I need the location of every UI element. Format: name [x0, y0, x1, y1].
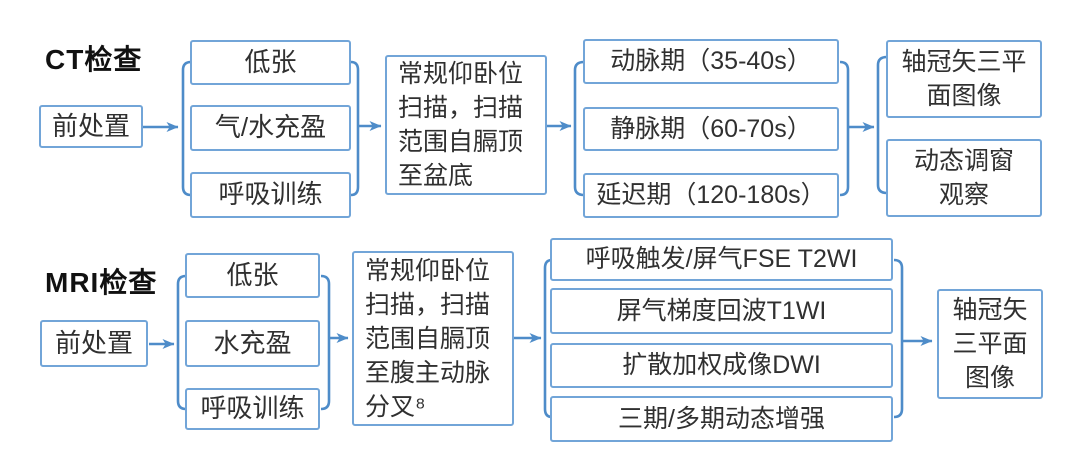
ct-phase-venous-box: 静脉期（60-70s） — [583, 107, 839, 151]
ct-prep-gas-water-filling-box: 气/水充盈 — [190, 105, 351, 151]
group-bracket-mri-seq-left — [543, 258, 553, 419]
ct-scan-line: 扫描，扫描 — [398, 94, 524, 122]
ct-prep-hypotonia-box: 低张 — [190, 40, 351, 85]
group-bracket-ct-prep-left — [181, 60, 192, 197]
ct-prep-breathing-training-box: 呼吸训练 — [190, 172, 351, 218]
ct-phase-delayed-box: 延迟期（120-180s） — [583, 173, 839, 218]
mri-output-triplanar-images-box: 轴冠矢 三平面 图像 — [937, 289, 1043, 399]
ct-output-line: 轴冠矢三平 — [901, 48, 1027, 76]
ct-output-dynamic-windowing-box: 动态调窗 观察 — [886, 139, 1042, 217]
mri-row-title: MRI检查 — [45, 267, 158, 298]
group-bracket-mri-prep-right — [320, 274, 331, 411]
mri-seq-dynamic-enhancement-box: 三期/多期动态增强 — [550, 396, 893, 442]
mri-output-line: 轴冠矢 — [952, 296, 1028, 324]
group-bracket-ct-output-left — [876, 55, 888, 195]
mri-seq-dwi-box: 扩散加权成像DWI — [550, 343, 893, 388]
group-bracket-ct-prep-right — [350, 60, 360, 197]
group-bracket-mri-seq-right — [893, 258, 904, 419]
mri-pretreatment-box: 前处置 — [40, 320, 148, 367]
mri-scan-line: 至腹主动脉 — [365, 358, 491, 387]
ct-output-line: 面图像 — [926, 82, 1002, 110]
group-bracket-ct-phases-right — [839, 60, 850, 197]
mri-scan-line: 扫描，扫描 — [365, 290, 491, 319]
ct-scan-line: 常规仰卧位 — [398, 60, 524, 88]
mri-seq-t1wi-box: 屏气梯度回波T1WI — [550, 288, 893, 334]
ct-output-line: 动态调窗 — [913, 147, 1014, 175]
ct-scan-protocol-box: 常规仰卧位 扫描，扫描 范围自膈顶 至盆底 — [385, 55, 547, 195]
mri-prep-hypotonia-box: 低张 — [185, 253, 320, 298]
ct-pretreatment-box: 前处置 — [39, 105, 143, 148]
mri-scan-line: 范围自膈顶 — [365, 324, 491, 353]
ct-phase-arterial-box: 动脉期（35-40s） — [583, 39, 839, 84]
mri-output-line: 三平面 — [952, 330, 1028, 358]
ct-output-triplanar-images-box: 轴冠矢三平 面图像 — [886, 40, 1042, 118]
mri-output-line: 图像 — [964, 364, 1015, 392]
ct-scan-line: 范围自膈顶 — [398, 128, 524, 156]
ct-scan-line: 至盆底 — [398, 162, 474, 190]
group-bracket-ct-phases-left — [573, 60, 585, 197]
mri-prep-water-filling-box: 水充盈 — [185, 320, 320, 367]
mri-scan-line: 常规仰卧位 — [365, 256, 491, 285]
mri-prep-breathing-training-box: 呼吸训练 — [185, 388, 320, 430]
mri-scan-line: 分叉⁸ — [365, 392, 426, 421]
mri-scan-protocol-box: 常规仰卧位 扫描，扫描 范围自膈顶 至腹主动脉 分叉⁸ — [352, 251, 514, 426]
group-bracket-mri-prep-left — [176, 274, 187, 411]
ct-output-line: 观察 — [938, 181, 989, 209]
mri-seq-t2wi-box: 呼吸触发/屏气FSE T2WI — [550, 238, 893, 281]
ct-row-title: CT检查 — [45, 44, 143, 75]
